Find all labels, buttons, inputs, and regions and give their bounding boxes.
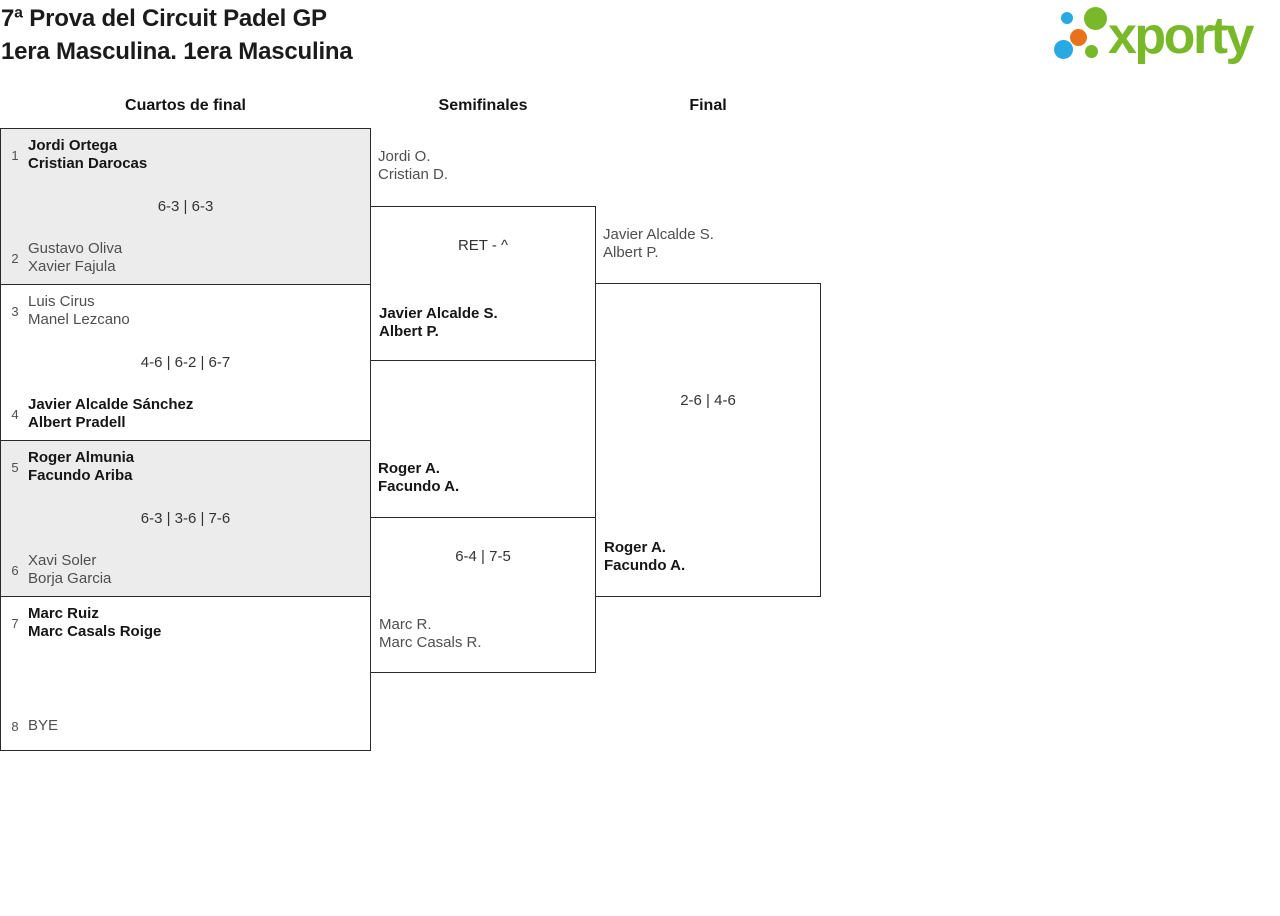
team-bottom: BYE bbox=[28, 708, 362, 744]
qf-match-1: 1 Jordi Ortega Cristian Darocas 6-3 | 6-… bbox=[0, 128, 371, 285]
seed-number: 1 bbox=[11, 147, 19, 163]
xporty-logo[interactable]: xporty bbox=[1050, 4, 1274, 70]
category-name: 1era Masculina. 1era Masculina bbox=[1, 38, 353, 65]
player-name: Facundo A. bbox=[604, 557, 686, 574]
seed-number: 4 bbox=[11, 406, 19, 422]
team-bottom: Xavi Soler Borja Garcia bbox=[28, 552, 362, 588]
player-name: BYE bbox=[28, 717, 59, 734]
round-header-cuartos: Cuartos de final bbox=[125, 97, 246, 114]
match-score: 6-3 | 3-6 | 7-6 bbox=[140, 510, 231, 527]
player-name: Roger A. bbox=[378, 460, 440, 477]
player-name: Facundo Ariba bbox=[28, 467, 133, 484]
player-name: Marc Ruiz bbox=[28, 605, 99, 622]
team-top: Marc Ruiz Marc Casals Roige bbox=[28, 605, 362, 641]
player-name: Cristian D. bbox=[378, 166, 449, 183]
team-bottom: Javier Alcalde S. Albert P. bbox=[379, 305, 589, 341]
seed-number: 6 bbox=[11, 562, 19, 578]
player-name: Albert Pradell bbox=[28, 414, 126, 431]
sf-match-1: RET - ^ Javier Alcalde S. Albert P. bbox=[370, 206, 596, 361]
player-name: Xavier Fajula bbox=[28, 258, 116, 275]
player-name: Javier Alcalde S. bbox=[603, 226, 714, 243]
logo-dot-orange bbox=[1070, 29, 1087, 46]
logo-dot-green-small bbox=[1085, 45, 1098, 58]
match-score: 6-3 | 6-3 bbox=[157, 198, 214, 215]
seed-number: 8 bbox=[11, 718, 19, 734]
team-bottom: Gustavo Oliva Xavier Fajula bbox=[28, 240, 362, 276]
team-bottom: Javier Alcalde Sánchez Albert Pradell bbox=[28, 396, 362, 432]
team-top: Roger Almunia Facundo Ariba bbox=[28, 449, 362, 485]
team-top: Luis Cirus Manel Lezcano bbox=[28, 293, 362, 329]
logo-dot-green-large bbox=[1084, 7, 1107, 30]
logo-dot-blue-small bbox=[1061, 12, 1073, 24]
sf2-top-team-label: Roger A. Facundo A. bbox=[378, 460, 459, 496]
player-name: Marc Casals R. bbox=[379, 634, 482, 651]
seed-number: 5 bbox=[11, 459, 19, 475]
player-name: Luis Cirus bbox=[28, 293, 95, 310]
logo-dots-icon bbox=[1050, 4, 1108, 68]
player-name: Manel Lezcano bbox=[28, 311, 130, 328]
round-header-final: Final bbox=[689, 97, 727, 114]
seed-number: 3 bbox=[11, 303, 19, 319]
match-score: RET - ^ bbox=[457, 237, 509, 254]
seed-number: 2 bbox=[11, 250, 19, 266]
logo-dot-blue-large bbox=[1054, 40, 1073, 59]
match-score: 6-4 | 7-5 bbox=[455, 548, 511, 565]
player-name: Xavi Soler bbox=[28, 552, 97, 569]
seed-number: 7 bbox=[11, 615, 19, 631]
team-top: Jordi Ortega Cristian Darocas bbox=[28, 137, 362, 173]
match-score: 2-6 | 4-6 bbox=[680, 392, 736, 409]
player-name: Gustavo Oliva bbox=[28, 240, 123, 257]
player-name: Jordi O. bbox=[378, 148, 431, 165]
player-name: Albert P. bbox=[379, 323, 439, 340]
page-title: 7ª Prova del Circuit Padel GP 1era Mascu… bbox=[1, 2, 353, 68]
team-bottom: Marc R. Marc Casals R. bbox=[379, 616, 589, 652]
player-name: Marc Casals Roige bbox=[28, 623, 162, 640]
qf-match-3: 5 Roger Almunia Facundo Ariba 6-3 | 3-6 … bbox=[0, 440, 371, 597]
player-name: Borja Garcia bbox=[28, 570, 112, 587]
round-header-semifinales: Semifinales bbox=[438, 97, 528, 114]
player-name: Javier Alcalde Sánchez bbox=[28, 396, 194, 413]
match-score: 4-6 | 6-2 | 6-7 bbox=[140, 354, 231, 371]
player-name: Cristian Darocas bbox=[28, 155, 148, 172]
player-name: Jordi Ortega bbox=[28, 137, 118, 154]
player-name: Roger Almunia bbox=[28, 449, 135, 466]
final-top-team-label: Javier Alcalde S. Albert P. bbox=[603, 226, 714, 262]
player-name: Javier Alcalde S. bbox=[379, 305, 498, 322]
player-name: Marc R. bbox=[379, 616, 432, 633]
sf-match-2: 6-4 | 7-5 Marc R. Marc Casals R. bbox=[370, 517, 596, 673]
qf-match-4: 7 Marc Ruiz Marc Casals Roige 8 BYE bbox=[0, 596, 371, 751]
final-match: 2-6 | 4-6 Roger A. Facundo A. bbox=[595, 283, 821, 597]
logo-wordmark: xporty bbox=[1108, 7, 1254, 65]
team-bottom: Roger A. Facundo A. bbox=[604, 539, 814, 575]
player-name: Albert P. bbox=[603, 244, 659, 261]
sf1-top-team-label: Jordi O. Cristian D. bbox=[378, 148, 448, 184]
tournament-name: 7ª Prova del Circuit Padel GP bbox=[1, 5, 327, 32]
player-name: Facundo A. bbox=[378, 478, 460, 495]
qf-match-2: 3 Luis Cirus Manel Lezcano 4-6 | 6-2 | 6… bbox=[0, 284, 371, 441]
player-name: Roger A. bbox=[604, 539, 666, 556]
